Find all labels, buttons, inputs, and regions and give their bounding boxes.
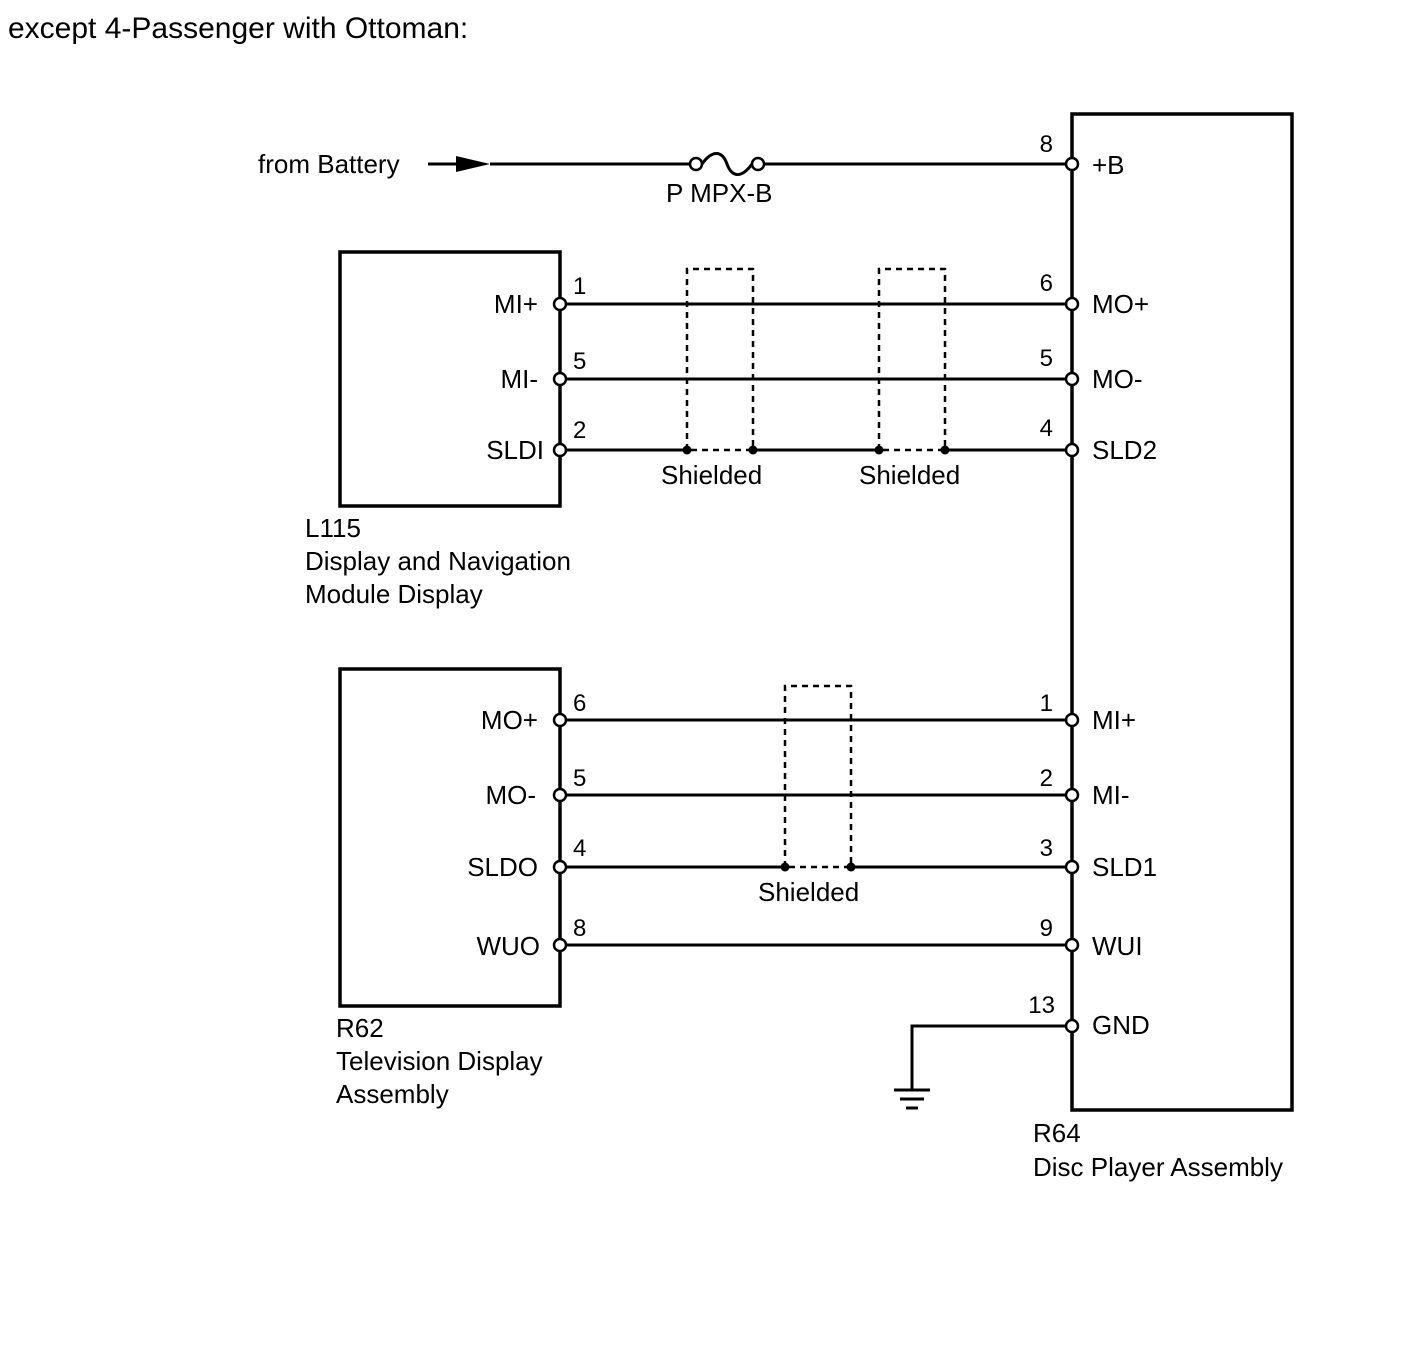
terminal	[552, 712, 568, 728]
pin-name: SLDO	[467, 852, 538, 882]
r64-code: R64	[1033, 1118, 1081, 1148]
shield-junction-dot	[780, 862, 790, 872]
pin-number: 8	[1040, 131, 1053, 158]
r64-pin: 9 WUI	[1040, 915, 1143, 961]
pin-name: SLD2	[1092, 435, 1157, 465]
l115-name-line1: Display and Navigation	[305, 546, 571, 576]
shield-label: Shielded	[859, 460, 960, 490]
pin-name: WUO	[476, 931, 540, 961]
terminal	[1064, 1018, 1080, 1034]
pin-number: 2	[573, 417, 586, 444]
r64-pin: 8 +B	[1040, 131, 1125, 180]
pin-number: 2	[1040, 765, 1053, 792]
r64-pin: 3 SLD1	[1040, 835, 1157, 882]
pin-number: 5	[1040, 345, 1053, 372]
r64-pin: 1 MI+	[1040, 690, 1136, 735]
terminal	[552, 371, 568, 387]
l115-name-line2: Module Display	[305, 579, 483, 609]
l115-pin: SLDI 2	[486, 417, 586, 465]
r62-pin: WUO 8	[476, 915, 586, 961]
r62-box	[338, 667, 562, 1008]
pin-number: 4	[1040, 415, 1053, 442]
r64-pin: 6 MO+	[1040, 270, 1149, 319]
r62-pin: MO- 5	[485, 765, 586, 810]
pin-number: 4	[573, 835, 586, 862]
pin-number: 9	[1040, 915, 1053, 942]
fuse-symbol	[688, 152, 766, 176]
pin-number: 1	[573, 273, 586, 300]
ground-wire	[910, 1024, 1066, 1090]
ground-icon	[894, 1088, 930, 1110]
shield-outline	[877, 267, 947, 452]
pin-name: MO-	[1092, 364, 1143, 394]
shield-junction-dot	[874, 445, 884, 455]
pin-name: GND	[1092, 1010, 1150, 1040]
pin-number: 13	[1028, 992, 1055, 1019]
shield-label: Shielded	[661, 460, 762, 490]
pin-number: 6	[573, 690, 586, 717]
r64-pin: 4 SLD2	[1040, 415, 1157, 465]
shield-junction-dot	[748, 445, 758, 455]
terminal	[552, 937, 568, 953]
terminal	[1064, 442, 1080, 458]
diagram-title: except 4-Passenger with Ottoman:	[8, 12, 468, 45]
terminal	[1064, 937, 1080, 953]
pin-number: 8	[573, 915, 586, 942]
fuse-label: P MPX-B	[666, 178, 772, 208]
shield-junction-dot	[682, 445, 692, 455]
terminal	[1064, 371, 1080, 387]
r62-pin: SLDO 4	[467, 835, 586, 882]
terminal	[1064, 712, 1080, 728]
r62-pin: MO+ 6	[481, 690, 586, 735]
terminal	[552, 442, 568, 458]
pin-name: +B	[1092, 150, 1125, 180]
pin-name: SLDI	[486, 435, 544, 465]
pin-name: MI+	[494, 289, 538, 319]
r64-pin: 2 MI-	[1040, 765, 1130, 810]
pin-name: MI-	[500, 364, 538, 394]
r64-pin: 13 GND	[1028, 992, 1149, 1040]
pin-number: 1	[1040, 690, 1053, 717]
pin-name: WUI	[1092, 931, 1143, 961]
shield-outline	[685, 267, 755, 452]
shield-junction-dot	[940, 445, 950, 455]
pin-number: 3	[1040, 835, 1053, 862]
r64-pin: 5 MO-	[1040, 345, 1143, 394]
l115-pin: MI+ 1	[494, 273, 586, 319]
pin-name: MO+	[481, 705, 538, 735]
r62-name-line1: Television Display	[336, 1046, 543, 1076]
pin-number: 5	[573, 348, 586, 375]
pin-name: SLD1	[1092, 852, 1157, 882]
shield-label: Shielded	[758, 877, 859, 907]
r64-name: Disc Player Assembly	[1033, 1152, 1283, 1182]
terminal	[1064, 859, 1080, 875]
pin-name: MO-	[485, 780, 536, 810]
pin-number: 6	[1040, 270, 1053, 297]
pin-name: MI+	[1092, 705, 1136, 735]
pin-number: 5	[573, 765, 586, 792]
r62-name-line2: Assembly	[336, 1079, 449, 1109]
terminal	[552, 296, 568, 312]
terminal	[1064, 156, 1080, 172]
l115-pin: MI- 5	[500, 348, 586, 394]
l115-code: L115	[305, 513, 361, 543]
terminal	[552, 859, 568, 875]
pin-name: MI-	[1092, 780, 1130, 810]
terminal	[552, 787, 568, 803]
shield-junction-dot	[846, 862, 856, 872]
shield-outline	[783, 684, 853, 869]
r64-box	[1070, 112, 1294, 1112]
battery-arrow-head	[456, 156, 490, 172]
terminal	[1064, 296, 1080, 312]
battery-label: from Battery	[258, 149, 400, 179]
pin-name: MO+	[1092, 289, 1149, 319]
terminal	[1064, 787, 1080, 803]
r62-code: R62	[336, 1013, 384, 1043]
